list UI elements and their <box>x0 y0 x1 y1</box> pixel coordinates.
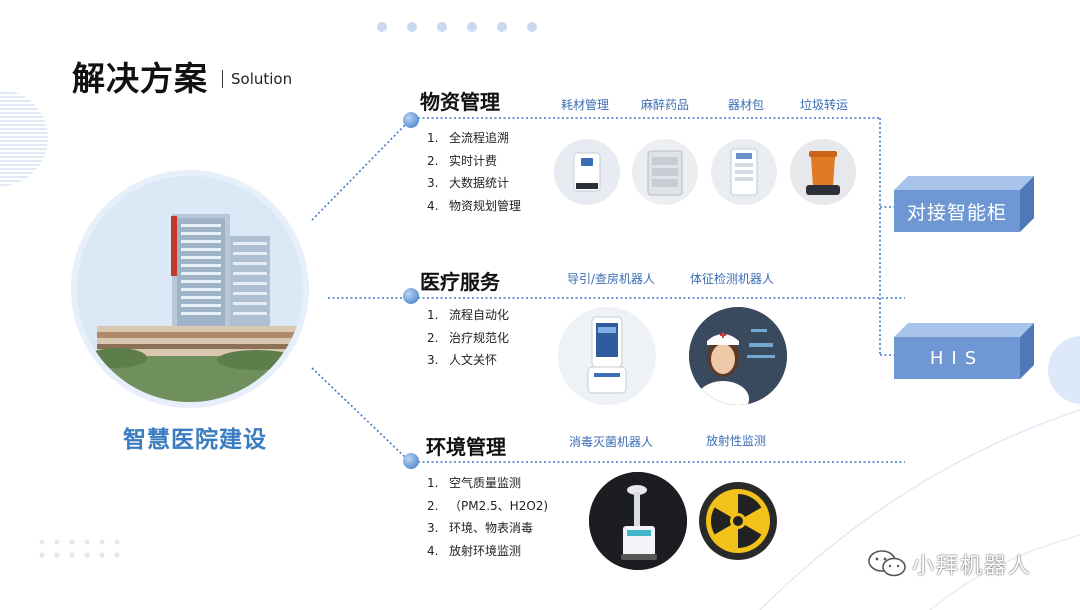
bottom-arc-2 <box>929 534 1080 610</box>
list-item: 2.治疗规范化 <box>427 330 510 345</box>
nurse-avatar-illustration <box>689 307 787 405</box>
list-item: 4.物资规划管理 <box>427 198 522 213</box>
page-subtitle: Solution <box>231 70 293 88</box>
his-box: HIS <box>894 323 1034 379</box>
left-striped-arc <box>0 90 48 186</box>
node-medical-services <box>403 288 419 304</box>
radiation-symbol-image <box>699 482 777 560</box>
section-title-medical-services: 医疗服务 <box>420 270 500 294</box>
list-item: 3.大数据统计 <box>427 176 510 190</box>
list-item: 1.空气质量监测 <box>427 476 522 490</box>
hospital-building-illustration <box>77 176 303 402</box>
watermark-text: 小拜机器人 <box>912 554 1033 579</box>
vitals-robot-image <box>689 307 787 405</box>
section-title-environment: 环境管理 <box>426 435 506 459</box>
medical-services-feature-list: 1.流程自动化 2.治疗规范化 3.人文关怀 <box>427 304 509 372</box>
category-radiation-monitoring: 放射性监测 <box>706 434 767 448</box>
box-3d-shape <box>894 176 1034 232</box>
title-separator <box>222 70 223 88</box>
box-3d-shape <box>894 323 1034 379</box>
list-item: 2.实时计费 <box>427 153 498 168</box>
list-item: 1.流程自动化 <box>427 308 510 322</box>
top-dot-row <box>377 22 537 32</box>
smart-cabinet-label: 对接智能柜 <box>906 201 1007 224</box>
environment-feature-list: 1.空气质量监测 2.（PM2.5、H2O2) 3.环境、物表消毒 4.放射环境… <box>427 472 548 562</box>
page-title: 解决方案 <box>72 59 208 98</box>
bottom-arc-1 <box>759 409 1080 610</box>
disinfection-robot-image <box>589 472 687 570</box>
smart-cabinet-box: 对接智能柜 <box>894 176 1034 232</box>
node-supplies <box>403 112 419 128</box>
list-item: 3.环境、物表消毒 <box>427 521 534 535</box>
category-waste-transfer: 垃圾转运 <box>800 98 849 112</box>
category-guide-rounds-robot: 导引/查房机器人 <box>567 272 656 286</box>
drawer-cabinet-illustration <box>647 150 683 196</box>
instrument-cabinet-image <box>711 139 777 205</box>
his-label: HIS <box>929 347 985 369</box>
right-deco-circle <box>1048 336 1080 404</box>
category-instrument-pack: 器材包 <box>728 98 765 112</box>
bottom-left-dot-grid <box>39 539 120 558</box>
radiation-icon <box>701 484 775 558</box>
instrument-cabinet-illustration <box>730 148 758 196</box>
guide-kiosk-illustration <box>587 316 627 394</box>
list-item: 2.（PM2.5、H2O2) <box>427 498 549 513</box>
list-item: 3.人文关怀 <box>427 353 498 367</box>
connector-lines <box>311 117 905 463</box>
anesthetic-cabinet-image <box>632 139 698 205</box>
waste-bin-robot-illustration <box>806 151 840 195</box>
waste-transfer-robot-image <box>790 139 856 205</box>
guide-robot-image <box>558 307 656 405</box>
consumables-cabinet-image <box>554 139 620 205</box>
category-consumables: 耗材管理 <box>561 98 610 112</box>
list-item: 1.全流程追溯 <box>427 131 510 145</box>
list-item: 4.放射环境监测 <box>427 543 522 558</box>
category-vitals-robot: 体征检测机器人 <box>690 272 775 286</box>
wechat-icon <box>868 550 906 577</box>
hospital-image <box>77 176 303 402</box>
category-disinfection-robot: 消毒灭菌机器人 <box>569 435 654 449</box>
section-title-supplies: 物资管理 <box>420 90 500 114</box>
node-environment <box>403 453 419 469</box>
hospital-label: 智慧医院建设 <box>123 427 267 453</box>
category-anesthetics: 麻醉药品 <box>641 98 690 112</box>
robot-cabinet-illustration <box>573 152 601 192</box>
supplies-feature-list: 1.全流程追溯 2.实时计费 3.大数据统计 4.物资规划管理 <box>427 127 521 217</box>
disinfection-robot-illustration <box>589 472 687 570</box>
